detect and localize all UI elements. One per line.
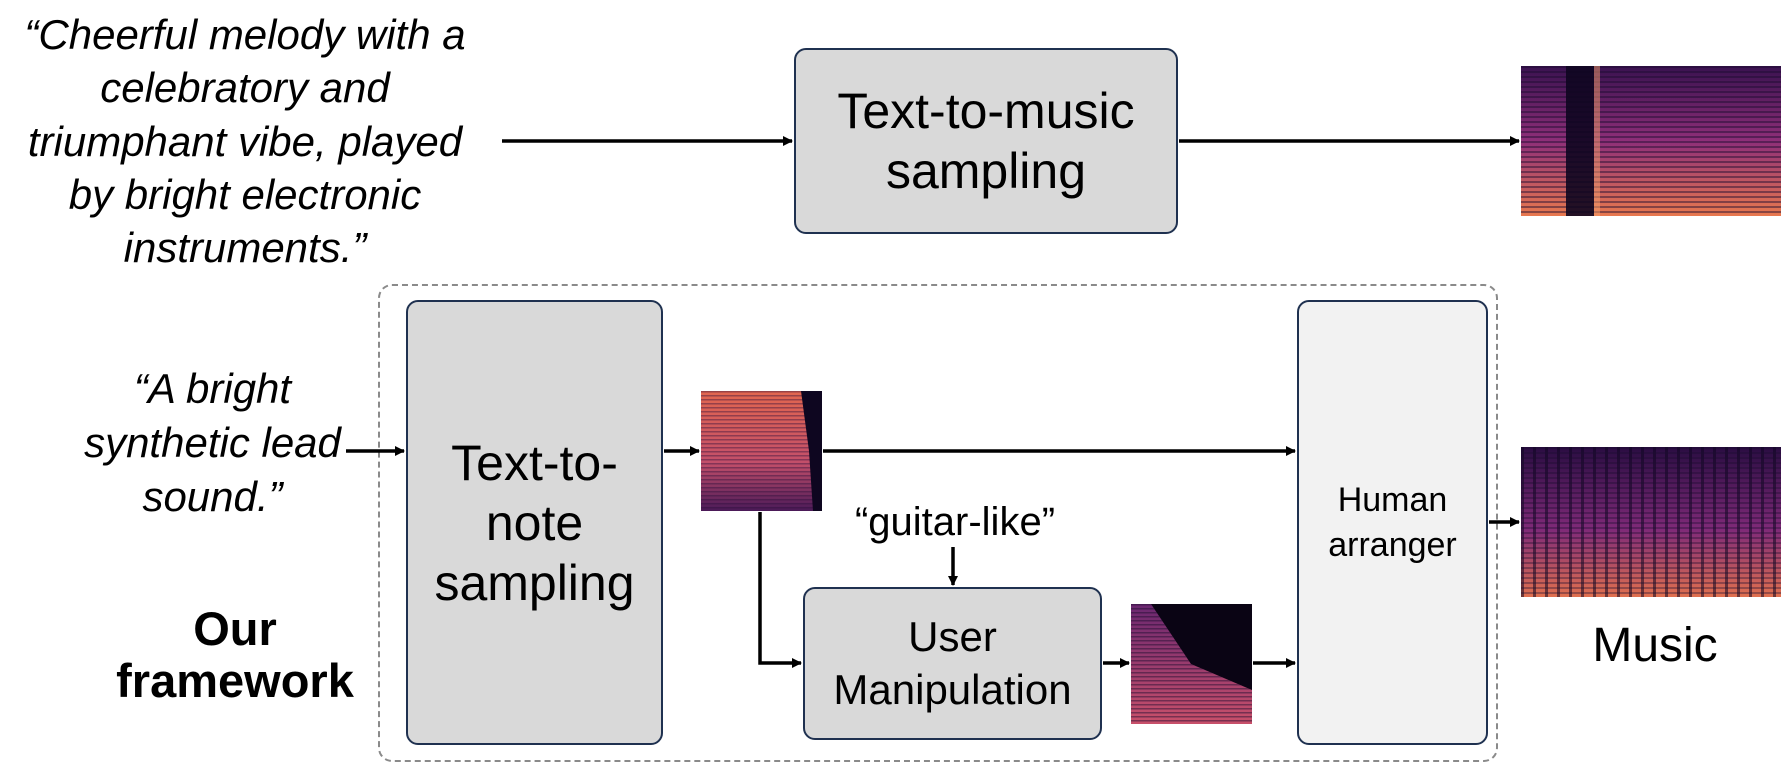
framework-label: Our framework: [116, 602, 354, 707]
spectrogram-music-output: [1521, 447, 1781, 597]
text-to-music-box: Text-to-music sampling: [794, 48, 1178, 234]
guitar-like-instruction: “guitar-like”: [854, 500, 1056, 544]
human-arranger-label: Human arranger: [1328, 481, 1457, 564]
note-prompt: “A bright synthetic lead sound.”: [84, 365, 341, 521]
human-arranger-box: Human arranger: [1297, 300, 1488, 745]
user-manipulation-box: User Manipulation: [803, 587, 1102, 740]
text-to-note-box: Text-to-note sampling: [406, 300, 663, 745]
text-to-music-prompt: “Cheerful melody with a celebratory and …: [24, 11, 466, 272]
text-to-note-label: Text-to-note sampling: [434, 434, 635, 611]
spectrogram-note: [701, 391, 822, 511]
user-manipulation-label: User Manipulation: [833, 613, 1072, 713]
spectrogram-top-output: [1521, 66, 1781, 216]
music-label: Music: [1592, 619, 1718, 672]
spectrogram-manipulated: [1131, 604, 1252, 724]
text-to-music-label: Text-to-music sampling: [837, 83, 1135, 199]
arrow-note-to-user: [758, 512, 802, 668]
